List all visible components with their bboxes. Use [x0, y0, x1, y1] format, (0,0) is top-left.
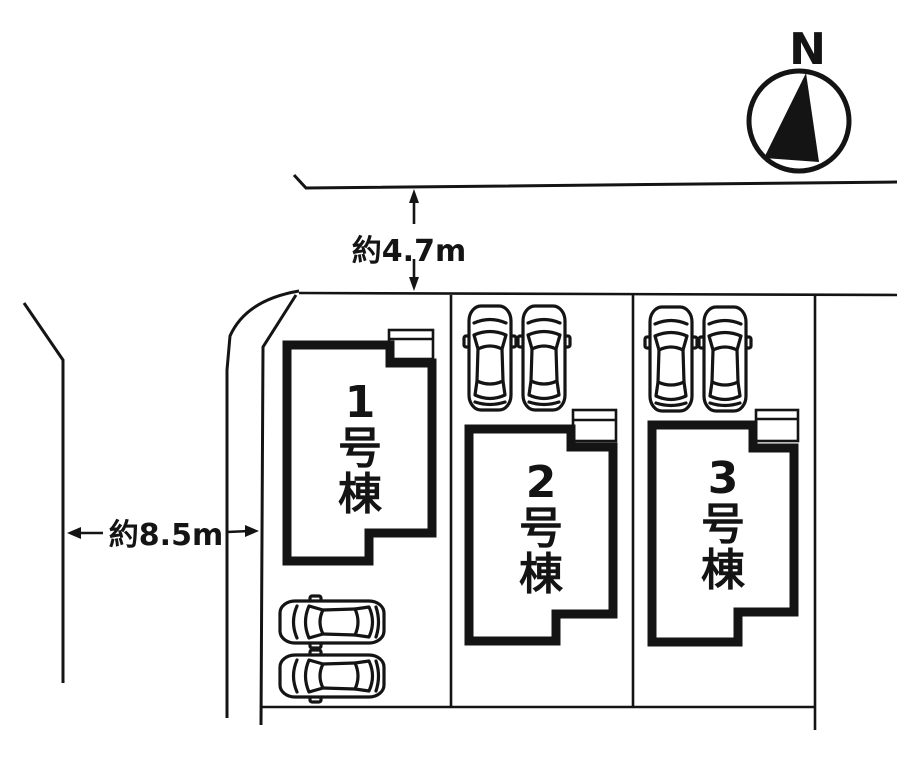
lot-left-inner-boundary-line: [259, 294, 298, 726]
building-3-label: 3 号 棟: [701, 456, 745, 593]
car-top-view-icon: [697, 305, 753, 413]
building-3-char-go: 号: [701, 498, 745, 550]
building-1-number: 1: [344, 377, 376, 428]
building-1-char-go: 号: [338, 422, 382, 474]
building-1-outline: [282, 340, 437, 566]
west-property-line: [22, 302, 65, 683]
north-label: N: [789, 24, 827, 75]
car-top-view-icon: [516, 304, 572, 412]
building-2-label: 2 号 棟: [519, 460, 563, 597]
road-width-label: 約4.7m: [351, 234, 467, 269]
porch-building-1: [387, 328, 435, 361]
building-1-label: 1 号 棟: [338, 380, 382, 517]
lot-left-outer-boundary-line: [225, 289, 300, 718]
frontage-label: 約8.5m: [108, 518, 224, 553]
building-2-number: 2: [525, 457, 557, 508]
north-compass-icon: [746, 68, 852, 174]
building-3-number: 3: [707, 453, 739, 504]
dimension-arrow-road-width: [409, 189, 419, 291]
building-2-char-go: 号: [519, 502, 563, 554]
car-top-view-icon: [462, 304, 518, 412]
building-3-char-tou: 棟: [701, 544, 745, 596]
building-3-outline: [647, 420, 799, 647]
building-2-outline: [464, 424, 618, 646]
building-1-char-tou: 棟: [338, 468, 382, 520]
car-top-view-icon: [643, 305, 699, 413]
porch-building-3: [754, 408, 800, 443]
porch-building-2: [571, 408, 618, 443]
lot-top-boundary-line: [298, 291, 897, 297]
dimension-arrow-frontage: [67, 525, 259, 539]
building-2-char-tou: 棟: [519, 548, 563, 600]
car-top-view-icon: [278, 648, 386, 704]
car-top-view-icon: [278, 594, 386, 650]
road-edge-line: [292, 173, 897, 190]
